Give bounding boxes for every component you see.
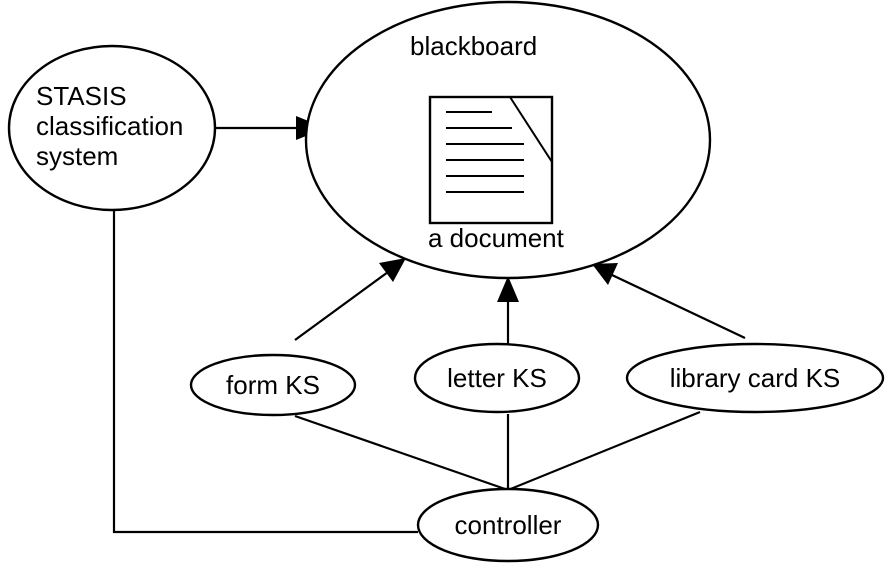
letter-ks-label: letter KS — [447, 363, 547, 393]
edge-stasis-to-controller — [112, 206, 418, 534]
stasis-node[interactable]: STASIS classification system — [7, 44, 217, 212]
stasis-label-line3: system — [36, 141, 118, 171]
blackboard-label: blackboard — [410, 31, 537, 61]
form-ks-ellipse — [189, 353, 357, 417]
arrowhead-form-ks-to-blackboard — [379, 258, 406, 282]
stasis-label-line1: STASIS — [36, 81, 127, 111]
controller-label: controller — [455, 510, 562, 540]
edge-library-card-ks-to-blackboard — [611, 274, 746, 339]
library-card-ks-ellipse — [625, 342, 885, 414]
letter-ks-ellipse — [413, 342, 581, 414]
edge-controller-to-form-ks — [294, 414, 509, 492]
form-ks-label: form KS — [226, 370, 320, 400]
stasis-ellipse — [7, 44, 217, 212]
controller-node[interactable]: controller — [416, 487, 600, 563]
blackboard-node[interactable]: blackboard a document — [304, 0, 712, 280]
arrowhead-letter-ks-to-blackboard — [497, 276, 519, 302]
document-fold-line — [509, 96, 553, 163]
edge-form-ks-to-blackboard — [294, 271, 389, 341]
edge-controller-to-library-card-ks — [507, 410, 701, 492]
arrowhead-library-card-ks-to-blackboard — [592, 263, 618, 285]
document-icon — [428, 95, 554, 225]
document-label: a document — [428, 223, 565, 253]
library-card-ks-label: library card KS — [670, 363, 841, 393]
letter-ks-node[interactable]: letter KS — [413, 342, 581, 414]
controller-ellipse — [416, 487, 600, 563]
stasis-label-line2: classification — [36, 111, 183, 141]
form-ks-node[interactable]: form KS — [189, 353, 357, 417]
library-card-ks-node[interactable]: library card KS — [625, 342, 885, 414]
